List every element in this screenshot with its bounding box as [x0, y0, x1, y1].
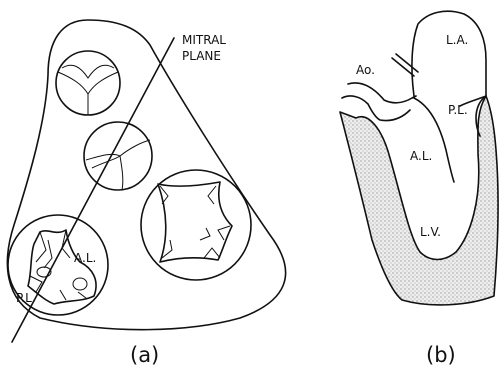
- mitral-plane-label-line2: PLANE: [182, 49, 221, 63]
- panel-b-caption: (b): [426, 343, 456, 367]
- pulmonary-valve: [56, 51, 120, 115]
- posterior-leaflet-label-b: P.L.: [448, 103, 468, 117]
- panel-a: MITRAL PLANE A.L. P.L. (a): [7, 20, 285, 367]
- panel-b: Ao. L.A. P.L. A.L. L.V. (b): [340, 11, 498, 367]
- posterior-leaflet-label-a: P.L.: [16, 291, 36, 305]
- aorta-outline: [348, 83, 416, 103]
- left-atrium-outline: [412, 11, 486, 106]
- aortic-valve: [84, 122, 152, 190]
- panel-a-caption: (a): [130, 343, 159, 367]
- ventricle-wall: [340, 96, 498, 305]
- aorta-label: Ao.: [356, 63, 375, 77]
- left-ventricle-label: L.V.: [420, 225, 441, 239]
- tricuspid-valve: [141, 170, 251, 280]
- anterior-leaflet-label-a: A.L.: [74, 251, 96, 265]
- anterior-leaflet-label-b: A.L.: [410, 149, 432, 163]
- mitral-plane-label-line1: MITRAL: [182, 33, 226, 47]
- left-atrium-label: L.A.: [446, 33, 468, 47]
